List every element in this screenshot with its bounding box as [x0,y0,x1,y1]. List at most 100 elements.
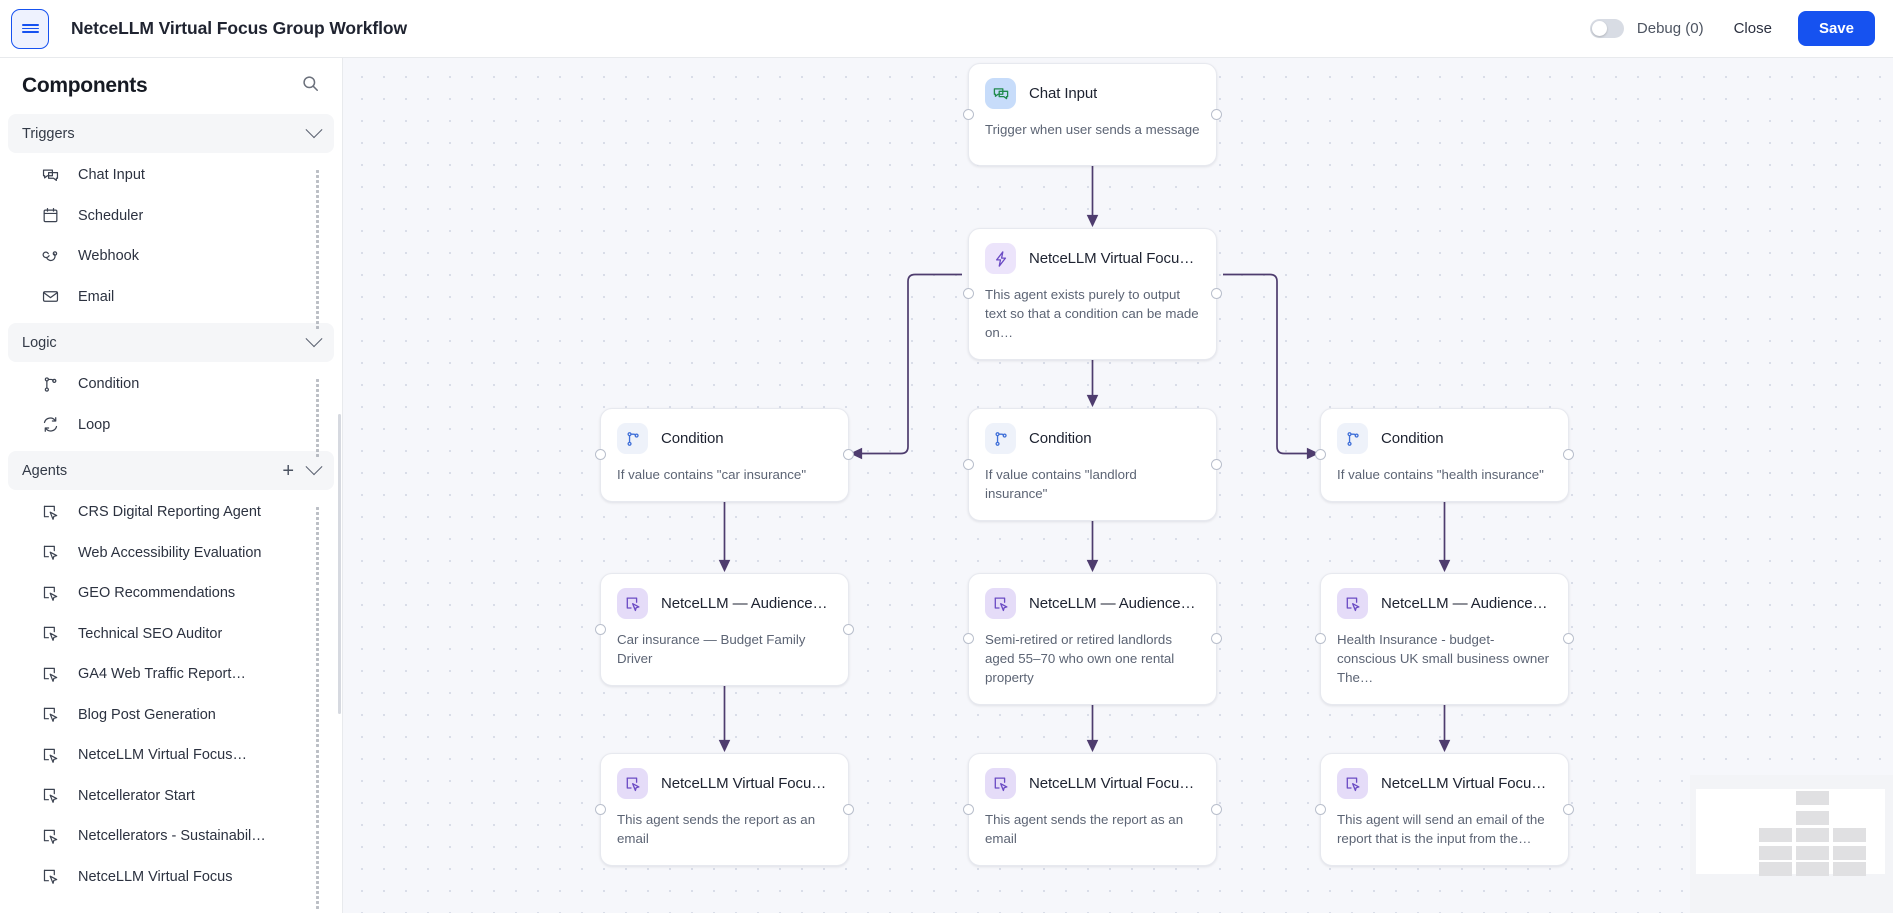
debug-label: Debug (0) [1636,20,1704,37]
node-output-port[interactable] [843,803,854,815]
node-input-port[interactable] [595,623,606,635]
node-output-port[interactable] [1211,109,1222,120]
drag-handle-icon[interactable] [315,870,324,910]
agent-icon [40,826,60,846]
node-output-port[interactable] [843,449,854,461]
component-item[interactable]: Netcellerators - Sustainabil… [0,816,342,869]
node-output-port[interactable] [1211,458,1222,470]
agent-icon [985,588,1016,619]
debug-toggle[interactable] [1589,19,1624,38]
node-output-port[interactable] [1211,288,1222,300]
node-input-port[interactable] [963,109,974,120]
search-icon[interactable] [301,74,320,98]
drag-handle-icon[interactable] [315,169,324,208]
minimap[interactable] [1690,775,1893,913]
chevron-down-icon[interactable] [305,457,323,475]
component-item[interactable]: GEO Recommendations [0,573,342,626]
node-input-port[interactable] [1315,803,1326,815]
node-aud-landlord[interactable]: NetceLLM — Audience…Semi-retired or reti… [963,573,1222,705]
component-item[interactable]: Scheduler [0,196,342,249]
top-bar: NetceLLM Virtual Focus Group Workflow De… [0,0,1893,58]
node-input-port[interactable] [963,458,974,470]
component-item[interactable]: Email [0,277,342,330]
component-item[interactable]: Loop [0,405,342,458]
node-output-port[interactable] [1563,449,1574,461]
drag-handle-icon[interactable] [315,378,324,417]
drag-handle-icon[interactable] [315,749,324,788]
node-input-port[interactable] [1315,633,1326,645]
component-item[interactable]: CRS Digital Reporting Agent [0,492,342,545]
node-input-port[interactable] [963,633,974,645]
drag-handle-icon[interactable] [315,209,324,249]
drag-handle-icon[interactable] [315,668,324,707]
drag-handle-icon[interactable] [315,546,324,586]
drag-handle-icon[interactable] [315,250,324,289]
page-title: NetceLLM Virtual Focus Group Workflow [71,18,407,38]
node-output-port[interactable] [1563,803,1574,815]
drag-handle-icon[interactable] [315,506,324,545]
component-item[interactable]: Webhook [0,236,342,289]
hamburger-icon[interactable] [11,8,49,49]
node-input-port[interactable] [595,803,606,815]
node-input-port[interactable] [1315,449,1326,461]
node-output-port[interactable] [843,623,854,635]
node-input-port[interactable] [963,803,974,815]
component-item[interactable]: GA4 Web Traffic Report… [0,654,342,707]
drag-handle-icon[interactable] [315,830,324,869]
chevron-down-icon[interactable] [305,329,323,347]
node-output-port[interactable] [1211,803,1222,815]
component-item[interactable]: NetceLLM Virtual Focus… [0,735,342,788]
sidebar-scrollbar[interactable] [338,414,341,714]
drag-handle-icon[interactable] [315,708,324,748]
component-item[interactable]: Web Accessibility Evaluation [0,533,342,586]
node-description: Car insurance — Budget Family Driver [617,632,806,666]
minimap-node [1796,862,1829,876]
node-description: Trigger when user sends a message [985,122,1200,137]
node-input-port[interactable] [963,288,974,300]
node-mail-health[interactable]: NetceLLM Virtual Focus…This agent will s… [1315,753,1574,866]
node-mail-car[interactable]: NetceLLM Virtual Focus…This agent sends … [595,753,854,866]
node-cond-health[interactable]: Condition If value contains "health insur… [1315,408,1574,502]
sidebar-group-triggers[interactable]: Triggers [8,114,334,153]
branch-icon [617,423,648,454]
save-button[interactable]: Save [1797,11,1875,46]
drag-handle-icon[interactable] [315,290,324,330]
node-output-port[interactable] [1563,633,1574,645]
node-output-port[interactable] [1211,633,1222,645]
drag-handle-icon[interactable] [315,789,324,829]
component-item-label: Email [78,288,115,305]
drag-handle-icon[interactable] [315,418,324,458]
sidebar-header: Components [0,58,342,108]
component-item-label: Web Accessibility Evaluation [78,544,262,561]
minimap-node [1796,828,1829,842]
node-aud-car[interactable]: NetceLLM — Audience…Car insurance — Budg… [595,573,854,686]
component-item[interactable]: NetceLLM Virtual Focus [0,857,342,910]
node-aud-health[interactable]: NetceLLM — Audience…Health Insurance - b… [1315,573,1574,705]
node-title: Condition [1381,430,1444,447]
sidebar-group-agents[interactable]: Agents+ [8,451,334,490]
agent-icon [40,502,60,522]
node-description: If value contains "health insurance" [1337,467,1544,482]
sidebar-group-logic[interactable]: Logic [8,323,334,362]
component-item[interactable]: Netcellerator Start [0,776,342,829]
node-agent-router[interactable]: NetceLLM Virtual Focus…This agent exists… [963,228,1222,360]
close-button[interactable]: Close [1733,20,1772,37]
sidebar-group-label: Logic [22,334,57,351]
drag-handle-icon[interactable] [315,627,324,667]
add-agent-icon[interactable]: + [282,459,294,482]
node-description: If value contains "car insurance" [617,467,807,482]
component-item[interactable]: Blog Post Generation [0,695,342,748]
component-item[interactable]: Technical SEO Auditor [0,614,342,667]
component-item[interactable]: Chat Input [0,155,342,208]
node-mail-landlord[interactable]: NetceLLM Virtual Focus…This agent sends … [963,753,1222,866]
node-input-port[interactable] [595,449,606,461]
component-item[interactable]: Condition [0,364,342,417]
component-item-label: Scheduler [78,207,144,224]
chevron-down-icon[interactable] [305,120,323,138]
drag-handle-icon[interactable] [315,587,324,626]
